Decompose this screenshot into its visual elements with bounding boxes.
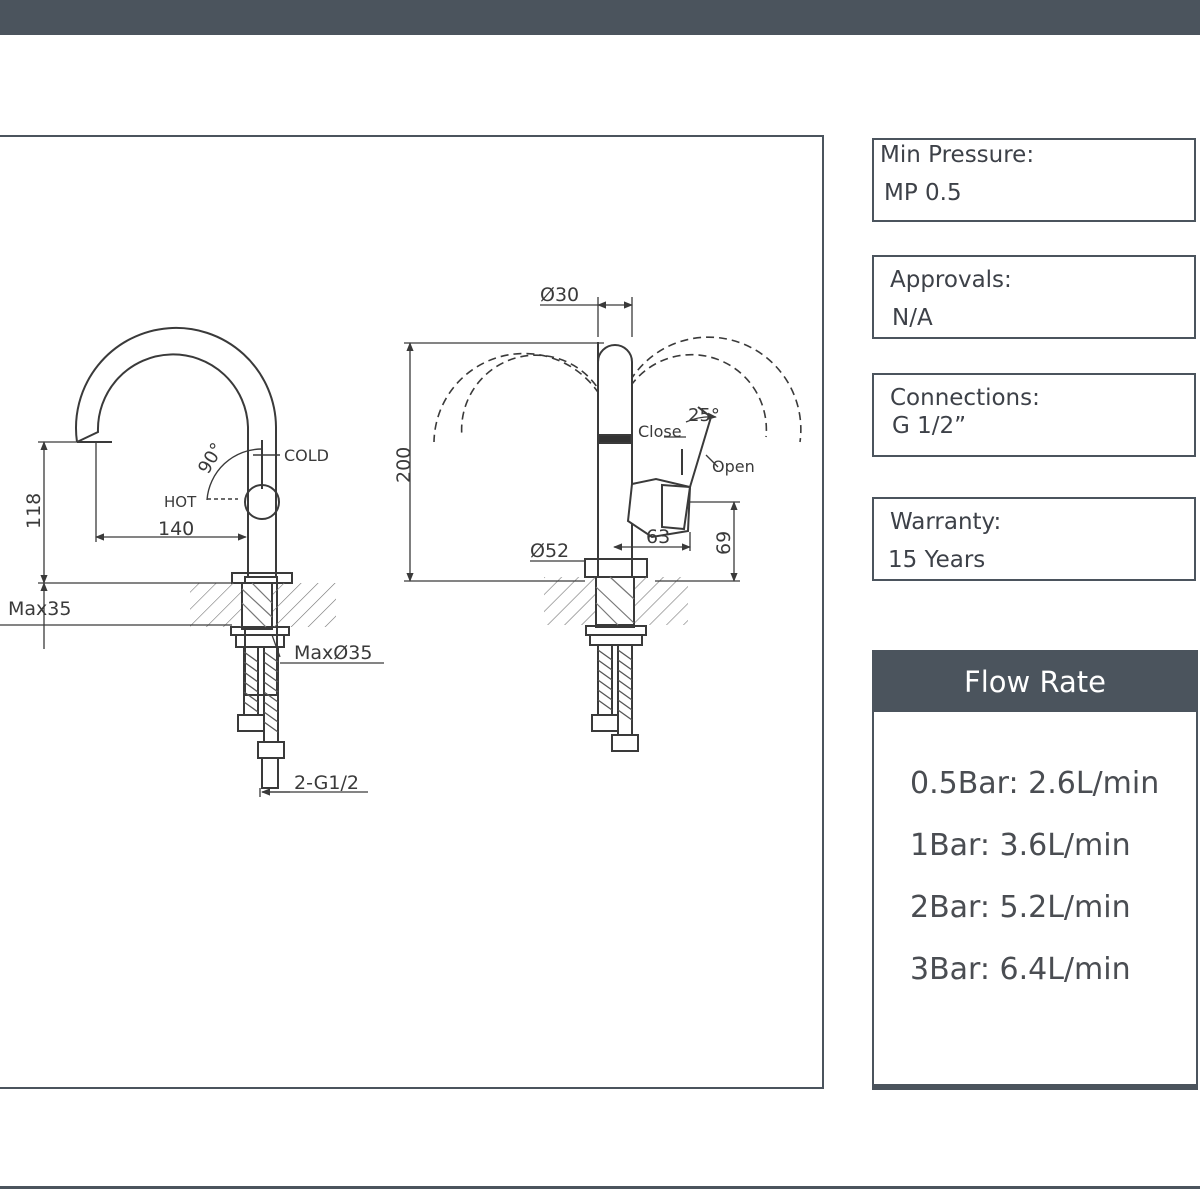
spec-connections-value: G 1/2” — [892, 413, 967, 439]
spec-connections-label: Connections: — [890, 385, 1040, 411]
right-view-tap — [584, 342, 713, 752]
flow-rate-title: Flow Rate — [874, 652, 1196, 712]
dim-lever-height-69: 69 — [713, 531, 735, 555]
label-close: Close — [638, 422, 682, 441]
flow-rate-panel: Flow Rate 0.5Bar: 2.6L/min 1Bar: 3.6L/mi… — [872, 650, 1198, 1090]
spec-connections: Connections: G 1/2” — [872, 373, 1196, 457]
right-view-hose-braid — [597, 649, 633, 721]
dim-left-height-118: 118 — [23, 493, 45, 529]
flow-rate-list: 0.5Bar: 2.6L/min 1Bar: 3.6L/min 2Bar: 5.… — [910, 764, 1159, 1012]
bottom-divider — [0, 1186, 1200, 1189]
dim-max-hole-35: MaxØ35 — [294, 642, 372, 664]
label-handle-angle-90: 90° — [194, 439, 228, 477]
technical-drawing-frame: COLD HOT 90° 118 140 Max35 MaxØ35 2-G1/2 — [0, 135, 824, 1089]
dim-right-height-200: 200 — [393, 447, 415, 483]
right-view-shank-hatch — [595, 576, 635, 626]
left-view-tap — [75, 326, 293, 789]
label-cold: COLD — [284, 446, 329, 465]
spec-approvals-label: Approvals: — [890, 267, 1012, 293]
technical-drawing: COLD HOT 90° 118 140 Max35 MaxØ35 2-G1/2 — [0, 284, 802, 797]
flow-rate-item: 3Bar: 6.4L/min — [910, 952, 1131, 987]
dim-max-deck-35: Max35 — [8, 598, 71, 620]
dim-spout-dia-30: Ø30 — [540, 284, 579, 306]
spec-warranty: Warranty: 15 Years — [872, 497, 1196, 581]
spec-warranty-value: 15 Years — [888, 547, 986, 573]
label-hot: HOT — [164, 493, 197, 511]
flow-rate-item: 0.5Bar: 2.6L/min — [910, 766, 1160, 801]
spec-approvals-value: N/A — [892, 305, 933, 331]
left-view-hose-braid — [243, 651, 279, 733]
flow-rate-item: 2Bar: 5.2L/min — [910, 890, 1131, 925]
flow-rate-item: 1Bar: 3.6L/min — [910, 828, 1131, 863]
left-view-dimensions — [0, 441, 384, 797]
dim-inlet-g1-2: 2-G1/2 — [294, 772, 359, 794]
spec-min-pressure: Min Pressure: MP 0.5 — [872, 138, 1196, 222]
right-view-dimensions — [404, 297, 740, 582]
spec-warranty-label: Warranty: — [890, 509, 1002, 535]
spec-approvals: Approvals: N/A — [872, 255, 1196, 339]
left-view-shank-section — [241, 582, 273, 628]
left-view-shank-hatch — [241, 582, 273, 628]
label-lever-angle-25: 25° — [688, 405, 720, 426]
dim-lever-reach-63: 63 — [646, 526, 670, 548]
spec-min-pressure-label: Min Pressure: — [880, 142, 1035, 168]
dim-base-dia-52: Ø52 — [530, 540, 569, 562]
spec-min-pressure-value: MP 0.5 — [884, 180, 962, 206]
dim-reach-140: 140 — [158, 518, 194, 540]
label-open: Open — [712, 457, 755, 476]
top-banner — [0, 0, 1200, 35]
